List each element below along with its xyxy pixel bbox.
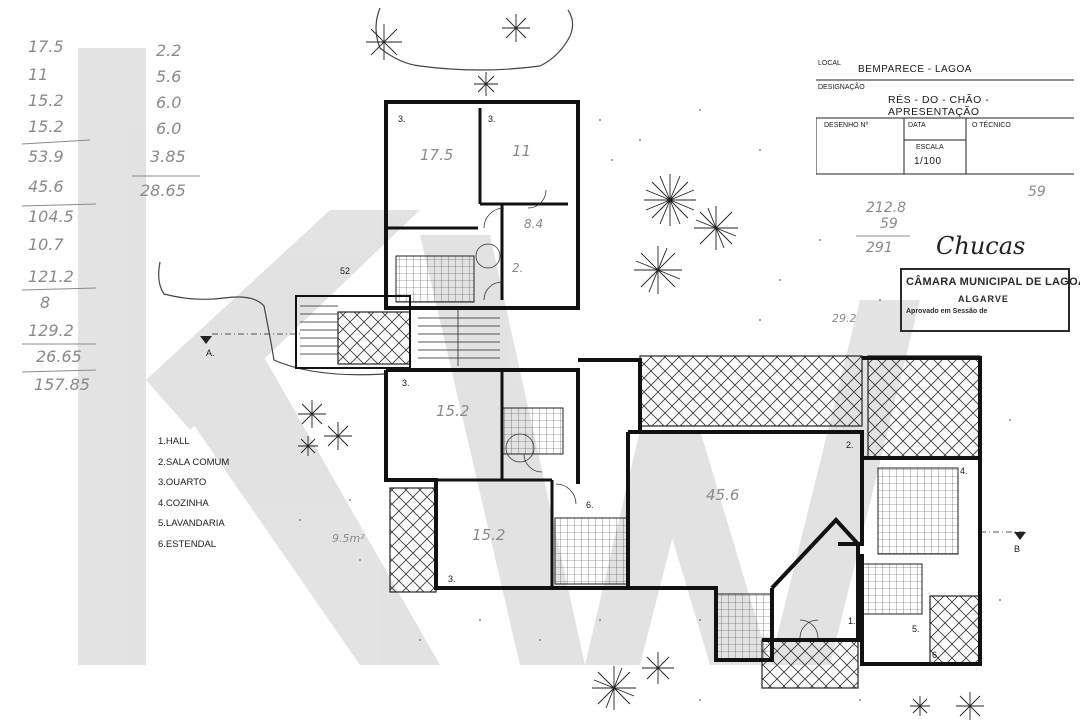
title-block: LOCAL BEMPARECE - LAGOA DESIGNAÇÃO RÉS -…	[816, 56, 1074, 178]
handwritten-calc-right: 59 212.8 59 291	[866, 184, 1046, 256]
stamp-line1: CÂMARA MUNICIPAL DE LAGOA	[906, 276, 1080, 288]
svg-text:53.9: 53.9	[28, 147, 64, 166]
room-area-r2: 11	[512, 142, 531, 160]
legend-item: 5.LAVANDARIA	[158, 518, 225, 529]
room-legend: 1.HALL 2.SALA COMUM 3.OUARTO 4.COZINHA 5…	[158, 432, 268, 555]
svg-text:17.5: 17.5	[28, 37, 64, 56]
svg-text:26.65: 26.65	[36, 347, 82, 366]
escala-value: 1/100	[914, 156, 942, 167]
stamp-line2: ALGARVE	[958, 294, 1009, 304]
handwritten-calc-col2: 2.2 5.6 6.0 6.0 3.85 28.65	[140, 41, 186, 200]
svg-text:10.7: 10.7	[28, 235, 64, 254]
room-area-r3: 15.2	[436, 402, 469, 420]
room-label-r13: 52	[340, 266, 350, 276]
svg-text:59: 59	[1028, 184, 1046, 200]
signature: Chucas	[936, 232, 1025, 260]
designacao-value: RÉS - DO - CHÃO - APRESENTAÇÃO	[888, 94, 990, 118]
section-arrow-b	[1014, 532, 1026, 540]
door-swings	[475, 189, 819, 639]
staircase	[300, 305, 500, 366]
legend-item: 2.SALA COMUM	[158, 456, 230, 468]
walls	[295, 100, 982, 666]
local-label: LOCAL	[818, 60, 841, 67]
handwritten-area-left: 9.5m²	[332, 532, 365, 545]
legend-item: 6.ESTENDAL	[158, 538, 217, 550]
svg-text:2.2: 2.2	[156, 41, 181, 60]
data-label: DATA	[908, 122, 926, 129]
municipal-stamp: CÂMARA MUNICIPAL DE LAGOA ALGARVE Aprova…	[900, 268, 1080, 332]
section-mark-b: B	[1014, 544, 1020, 554]
stamp-line3: Aprovado em Sessão de	[906, 308, 988, 315]
room-label-r11: 6.	[932, 650, 940, 660]
local-value: BEMPARECE - LAGOA	[858, 64, 972, 75]
svg-text:8: 8	[40, 293, 50, 312]
room-label-r7: 2.	[846, 440, 854, 450]
section-mark-a: A.	[206, 348, 215, 358]
room-label-r12: 6.	[586, 500, 594, 510]
svg-text:11: 11	[28, 65, 48, 84]
tiled-areas	[395, 255, 959, 661]
stipple	[299, 109, 1011, 701]
svg-text:121.2: 121.2	[28, 267, 74, 286]
room-label-r2: 3.	[488, 114, 496, 124]
room-label-r5: 8.4	[524, 217, 543, 231]
svg-text:28.65: 28.65	[140, 181, 186, 200]
svg-text:59: 59	[880, 216, 898, 232]
svg-text:212.8: 212.8	[866, 200, 906, 216]
tecnico-label: O TÉCNICO	[972, 122, 1011, 129]
room-label-r3: 3.	[402, 378, 410, 388]
desenho-label: DESENHO Nº	[824, 122, 869, 129]
room-label-r4: 3.	[448, 574, 456, 584]
room-label-r8: 4.	[960, 466, 968, 476]
svg-text:5.6: 5.6	[156, 67, 181, 86]
room-area-r7: 45.6	[706, 486, 739, 504]
room-label-r9: 1.	[848, 616, 856, 626]
handwritten-area-right: 29.2	[832, 312, 857, 325]
svg-text:104.5: 104.5	[28, 207, 74, 226]
svg-text:157.85: 157.85	[34, 375, 90, 394]
section-arrow-a	[200, 336, 212, 344]
legend-item: 4.COZINHA	[158, 497, 209, 509]
svg-text:291: 291	[866, 240, 893, 256]
svg-text:6.0: 6.0	[156, 93, 181, 112]
svg-text:6.0: 6.0	[156, 119, 181, 138]
designacao-label: DESIGNAÇÃO	[818, 84, 865, 91]
section-lines	[212, 333, 1024, 533]
svg-text:3.85: 3.85	[150, 147, 186, 166]
room-label-r6: 2.	[512, 261, 523, 275]
svg-text:15.2: 15.2	[28, 117, 64, 136]
svg-text:15.2: 15.2	[28, 91, 64, 110]
legend-item: 3.OUARTO	[158, 477, 207, 488]
legend-item: 1.HALL	[158, 436, 190, 447]
tree-symbols	[298, 14, 984, 720]
room-label-r10: 5.	[912, 624, 920, 634]
svg-text:45.6: 45.6	[28, 177, 64, 196]
handwritten-calc-col1: 17.5 11 15.2 15.2 53.9 45.6 104.5 10.7 1…	[28, 37, 90, 394]
escala-label: ESCALA	[916, 144, 944, 151]
room-area-r1: 17.5	[420, 146, 453, 164]
svg-text:129.2: 129.2	[28, 321, 74, 340]
room-label-r1: 3.	[398, 114, 406, 124]
room-area-r4: 15.2	[472, 526, 505, 544]
